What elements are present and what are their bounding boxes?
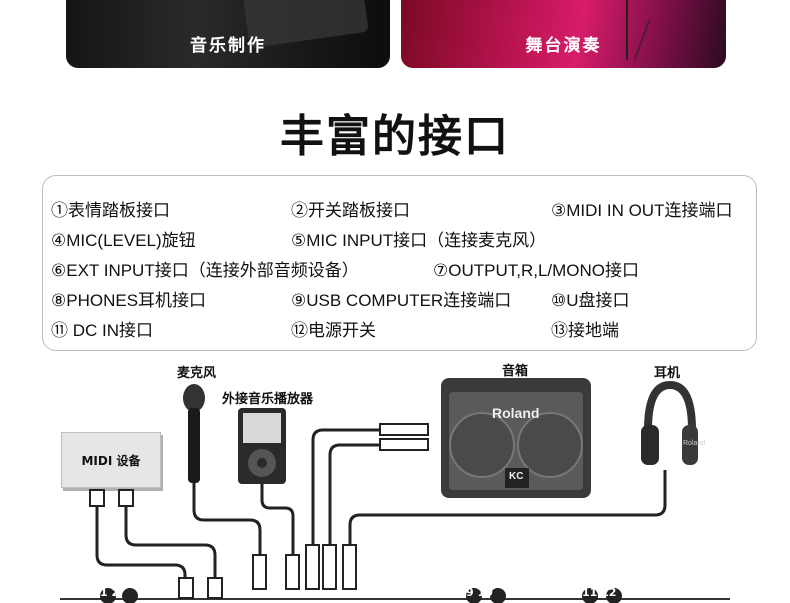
amp-model-label: KC — [509, 471, 523, 482]
output-plug-icon — [323, 545, 336, 589]
midi-plug-icon — [119, 490, 133, 506]
midi-cable-2 — [126, 505, 215, 580]
headphone-icon — [641, 385, 698, 465]
midi-plug-icon — [208, 578, 222, 598]
music-player-icon — [238, 408, 286, 484]
port-item-1: ①表情踏板接口 — [51, 196, 170, 221]
ports-list-box: ①表情踏板接口 ②开关踏板接口 ③MIDI IN OUT连接端口 ④MIC(LE… — [42, 175, 757, 351]
phones-plug-icon — [343, 545, 356, 589]
output-plug-icon — [306, 545, 319, 589]
mic-cable — [194, 483, 260, 560]
speaker-cable-1 — [313, 430, 380, 545]
midi-plug-icon — [179, 578, 193, 598]
music-production-banner[interactable]: 音乐制作 — [66, 0, 390, 68]
badge-icon — [122, 588, 138, 603]
number-label-11-12: 11 12 — [582, 586, 616, 599]
port-item-10: ⑩U盘接口 — [551, 286, 630, 311]
port-item-8: ⑧PHONES耳机接口 — [51, 286, 206, 311]
port-item-4: ④MIC(LEVEL)旋钮 — [51, 226, 196, 251]
headphone-cable — [350, 470, 665, 545]
headphone-brand-label: Roland — [683, 440, 705, 447]
player-cable — [262, 484, 293, 560]
mic-plug-icon — [253, 555, 266, 589]
port-item-2: ②开关踏板接口 — [291, 196, 410, 221]
port-item-12: ⑫电源开关 — [291, 316, 376, 341]
jack-plug-icon — [380, 424, 428, 435]
stage-performance-banner[interactable]: 舞台演奏 — [401, 0, 726, 68]
port-item-5: ⑤MIC INPUT接口（连接麦克风） — [291, 226, 546, 251]
port-item-13: ⑬接地端 — [551, 316, 619, 341]
port-item-6: ⑥EXT INPUT接口（连接外部音频设备） — [51, 256, 359, 281]
speaker-cable-2 — [330, 445, 380, 545]
midi-device-label: MIDI 设备 — [81, 452, 140, 469]
player-plug-icon — [286, 555, 299, 589]
music-player-label: 外接音乐播放器 — [222, 388, 313, 407]
amp-brand-label: Roland — [492, 405, 539, 421]
midi-cable-1 — [97, 505, 185, 580]
jack-plug-icon — [380, 439, 428, 450]
speaker-label: 音箱 — [502, 360, 528, 379]
music-production-label: 音乐制作 — [66, 31, 390, 56]
port-item-7: ⑦OUTPUT,R,L/MONO接口 — [433, 256, 639, 281]
stage-performance-label: 舞台演奏 — [401, 31, 726, 56]
midi-device: MIDI 设备 — [61, 432, 161, 488]
port-item-11: ⑪ DC IN接口 — [51, 316, 153, 341]
microphone-icon — [183, 384, 205, 483]
port-item-3: ③MIDI IN OUT连接端口 — [551, 196, 732, 221]
microphone-label: 麦克风 — [177, 362, 216, 381]
midi-plug-icon — [90, 490, 104, 506]
headphone-label: 耳机 — [654, 362, 680, 381]
section-title: 丰富的接口 — [0, 100, 790, 164]
port-item-9: ⑨USB COMPUTER连接端口 — [291, 286, 511, 311]
number-label-9-10: 9 10 — [466, 586, 493, 599]
number-label-1-2: 1 2 — [100, 586, 119, 599]
